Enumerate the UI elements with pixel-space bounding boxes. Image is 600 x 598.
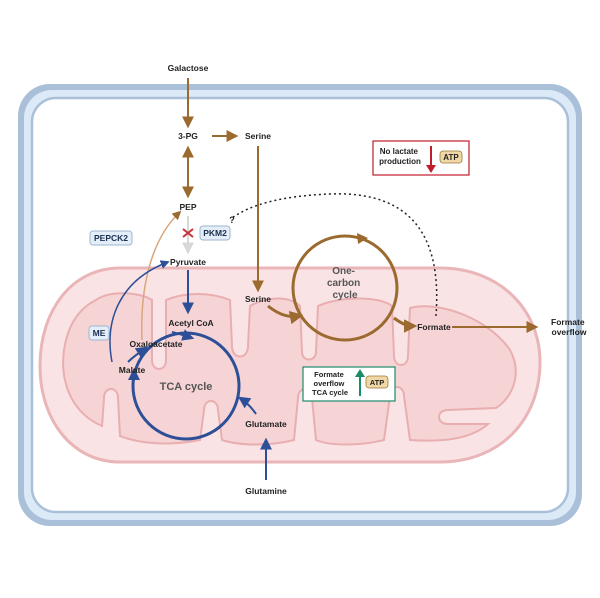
label-formate-overflow: Formate overflow (551, 317, 587, 337)
inhibition-cross-icon (182, 228, 194, 238)
enzyme-pepck2: PEPCK2 (89, 230, 133, 246)
label-acetyl-coa: Acetyl CoA (168, 318, 213, 328)
label-tca-cycle: TCA cycle (160, 381, 213, 393)
pkm2-query-mark: ? (229, 215, 235, 225)
label-one-carbon-cycle: One- carbon cycle (327, 266, 363, 301)
label-oxaloacetate: Oxaloacetate (130, 339, 183, 349)
enzyme-pepck2-label: PEPCK2 (94, 233, 128, 243)
tca-cycle-arrowhead (128, 368, 140, 380)
label-malate: Malate (119, 365, 146, 375)
one-carbon-to-formate-arrow (393, 316, 418, 333)
formate-tca-text: Formate overflow TCA cycle (312, 370, 348, 397)
atp-down-arrowhead (426, 165, 436, 173)
serine-to-one-carbon-arrow (267, 304, 304, 325)
label-pep: PEP (179, 202, 196, 212)
label-pyruvate: Pyruvate (170, 257, 206, 267)
one-carbon-cycle-ring (291, 234, 399, 342)
atp-label-up: ATP (370, 378, 384, 387)
label-formate: Formate (417, 322, 451, 332)
atp-label-down: ATP (443, 153, 459, 162)
glutamate-to-tca-arrow (238, 396, 257, 415)
oaa-to-pep-arrow (141, 210, 182, 341)
label-glutamate: Glutamate (245, 419, 287, 429)
label-3pg: 3-PG (178, 131, 198, 141)
label-glutamine: Glutamine (245, 486, 287, 496)
label-serine-mito: Serine (245, 294, 271, 304)
acetylcoa-join-arrow (171, 329, 195, 341)
no-lactate-text: No lactate production (379, 147, 421, 166)
mitochondrion-inner-membrane (62, 292, 517, 446)
callout-no-lactate: No lactate production ATP (372, 140, 470, 176)
enzyme-pkm2-label: PKM2 (203, 228, 227, 238)
malate-to-oaa-arrow (127, 346, 148, 363)
label-galactose: Galactose (168, 63, 209, 73)
malate-to-pyruvate-arrow (109, 260, 170, 363)
atp-up-arrowhead (355, 369, 365, 377)
label-serine-cytosol: Serine (245, 131, 271, 141)
callout-formate-tca: Formate overflow TCA cycle ATP (302, 366, 396, 402)
one-carbon-cycle-arrowhead (357, 233, 368, 244)
enzyme-me-label: ME (93, 328, 106, 338)
enzyme-pkm2: PKM2 (199, 225, 231, 241)
enzyme-me: ME (88, 325, 110, 341)
formate-pkm2-feedback (231, 193, 438, 317)
